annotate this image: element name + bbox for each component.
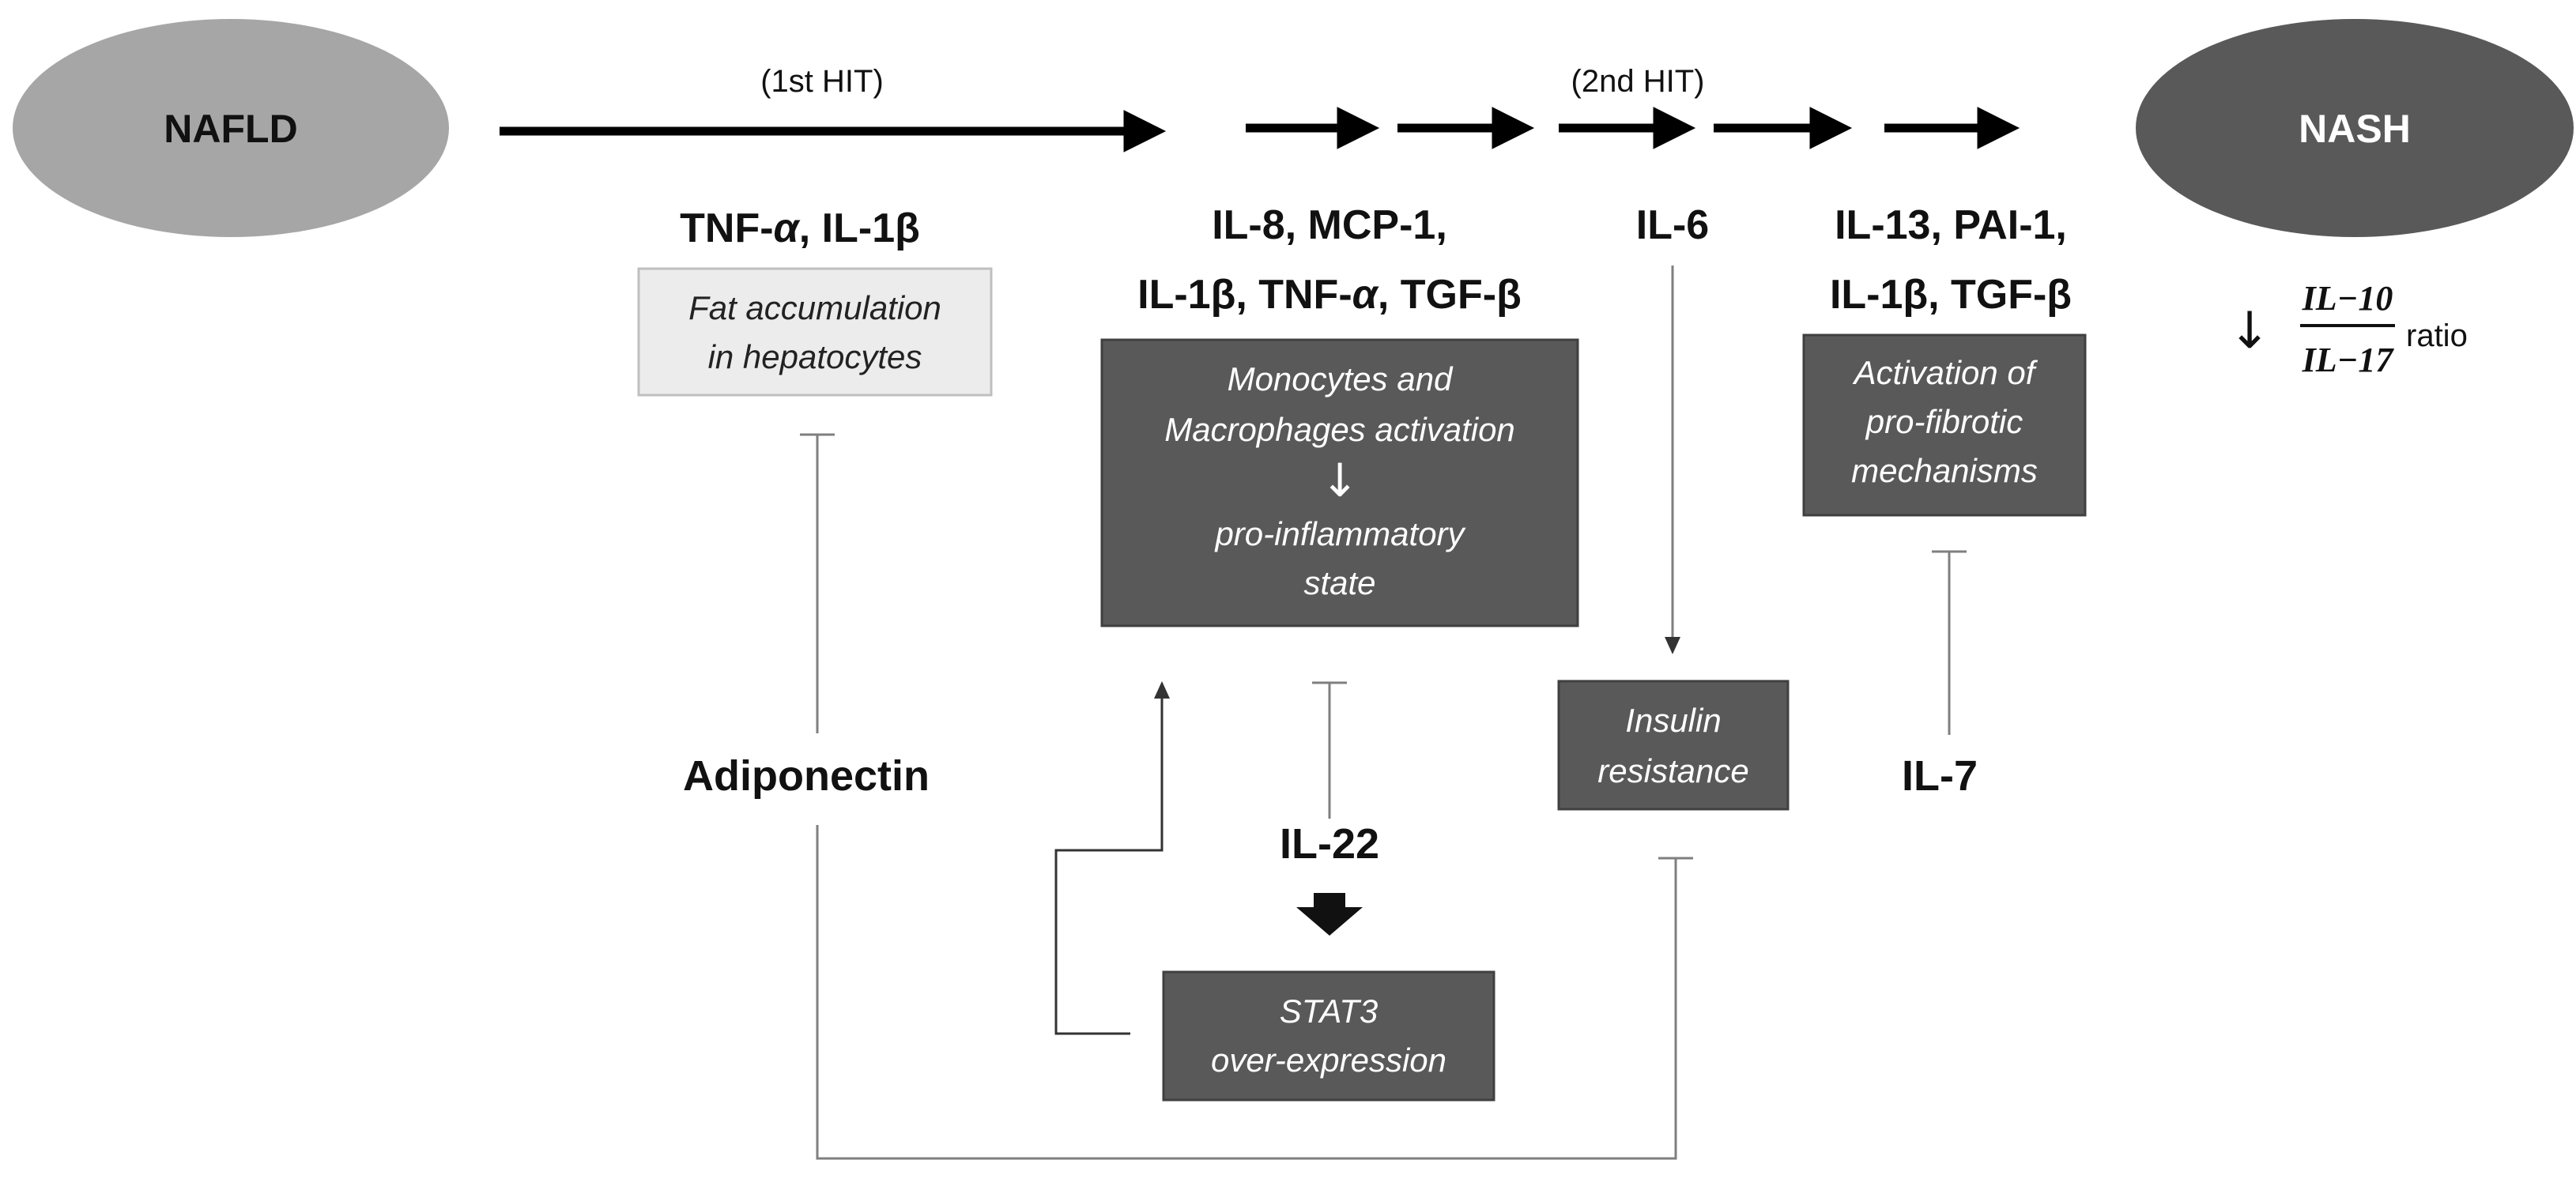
stat3-box bbox=[1162, 970, 1495, 1102]
monocytes-line-2: Macrophages activation bbox=[1164, 411, 1515, 448]
il6-arrowhead bbox=[1665, 637, 1680, 654]
connectors bbox=[800, 266, 1967, 1160]
ratio-numerator: IL−10 bbox=[2302, 279, 2393, 318]
monocytes-down-arrow-icon: ↓ bbox=[1321, 454, 1360, 507]
hit-arrows bbox=[500, 107, 2020, 153]
stat3-line-1: STAT3 bbox=[1280, 993, 1378, 1030]
stat3-line-2: over-expression bbox=[1211, 1042, 1446, 1079]
ratio-down-arrow-icon: ↓ bbox=[2228, 302, 2271, 360]
il7-label: IL-7 bbox=[1902, 752, 1978, 800]
pro-fibrotic-box bbox=[1802, 333, 2087, 517]
monocytes-line-3: pro-inflammatory bbox=[1213, 515, 1466, 552]
ratio-label: ratio bbox=[2406, 318, 2468, 353]
second-hit-label: (2nd HIT) bbox=[1571, 64, 1705, 99]
cytokine-group-2-line-2: IL-1β, TNF-α, TGF-β bbox=[1137, 272, 1522, 318]
monocytes-line-1: Monocytes and bbox=[1228, 360, 1454, 397]
adiponectin-to-insulin-loop bbox=[816, 825, 1677, 1160]
pro-fibrotic-line-2: pro-fibrotic bbox=[1865, 403, 2023, 440]
pro-fibrotic-line-1: Activation of bbox=[1852, 354, 2039, 391]
nash-label: NASH bbox=[2299, 107, 2411, 151]
nafld-label: NAFLD bbox=[164, 107, 297, 151]
nafld-node bbox=[13, 19, 449, 237]
monocytes-activation-box bbox=[1100, 338, 1579, 627]
il22-to-stat3-arrow-icon bbox=[1296, 893, 1363, 936]
fat-accumulation-box bbox=[637, 267, 993, 397]
cytokine-group-4-line-2: IL-1β, TGF-β bbox=[1830, 272, 2072, 318]
insulin-resistance-box bbox=[1557, 680, 1790, 811]
fat-accumulation-line-1: Fat accumulation bbox=[688, 289, 941, 326]
stat3-to-monocytes-loop bbox=[1054, 695, 1164, 1035]
insulin-resistance-line-2: resistance bbox=[1597, 752, 1748, 789]
cytokine-tnf-il1b: TNF-α, IL-1β bbox=[680, 205, 920, 251]
insulin-resistance-line-1: Insulin bbox=[1625, 702, 1721, 739]
pro-fibrotic-line-3: mechanisms bbox=[1851, 452, 2038, 489]
cytokine-il6: IL-6 bbox=[1636, 202, 1709, 248]
il22-label: IL-22 bbox=[1280, 820, 1379, 868]
fat-accumulation-line-2: in hepatocytes bbox=[708, 338, 922, 375]
monocytes-line-4: state bbox=[1303, 564, 1375, 601]
ratio-denominator: IL−17 bbox=[2302, 341, 2395, 379]
cytokine-group-4-line-1: IL-13, PAI-1, bbox=[1835, 202, 2067, 248]
cytokine-group-2-line-1: IL-8, MCP-1, bbox=[1212, 202, 1447, 248]
stat3-loop-arrowhead bbox=[1154, 681, 1170, 699]
nash-node bbox=[2136, 19, 2574, 237]
first-hit-label: (1st HIT) bbox=[760, 64, 884, 99]
adiponectin-label: Adiponectin bbox=[683, 752, 930, 800]
